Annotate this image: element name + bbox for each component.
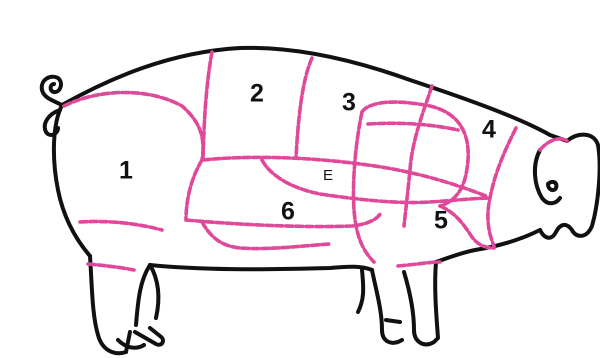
cut-line-ham-top [64,93,203,161]
cut-label-3: 3 [342,89,356,117]
cut-line-front-leg [353,112,374,262]
pig-rear-inner-leg-outline [150,265,158,318]
pig-rear-leg-outline [90,256,150,353]
pig-front-leg-outline [372,270,402,343]
cut-line-jowl-curve [440,206,494,248]
pig-face-outline [535,150,560,203]
pig-underside-outline [150,265,372,270]
cut-line-ham-back [186,160,202,220]
cut-label-5: 5 [434,207,448,235]
cut-line-rear-leg-band [80,221,162,230]
pig-tail-outline [42,77,62,135]
cut-line-rear-lower-band [88,264,134,270]
cut-line-loin-shoulder [296,58,312,158]
cut-label-e: E [323,167,333,184]
cut-line-loin-bottom [203,157,486,196]
cut-line-jowl [488,128,516,246]
cut-label-6: 6 [281,198,295,226]
cut-label-4: 4 [482,116,496,144]
cut-line-shoulder-oval [362,102,468,206]
cut-line-front-lower-band [398,262,440,266]
cut-line-loin-sirloin [203,52,212,160]
pig-front-hoof-outline [358,270,363,312]
cut-line-head [540,139,567,150]
cut-label-1: 1 [119,157,133,185]
cut-line-shoulder-mid [368,123,458,130]
cut-lines [64,52,567,270]
cut-label-2: 2 [250,80,264,108]
pig-eye-outline [548,182,556,190]
pig-front-leg-2-outline [404,262,438,344]
